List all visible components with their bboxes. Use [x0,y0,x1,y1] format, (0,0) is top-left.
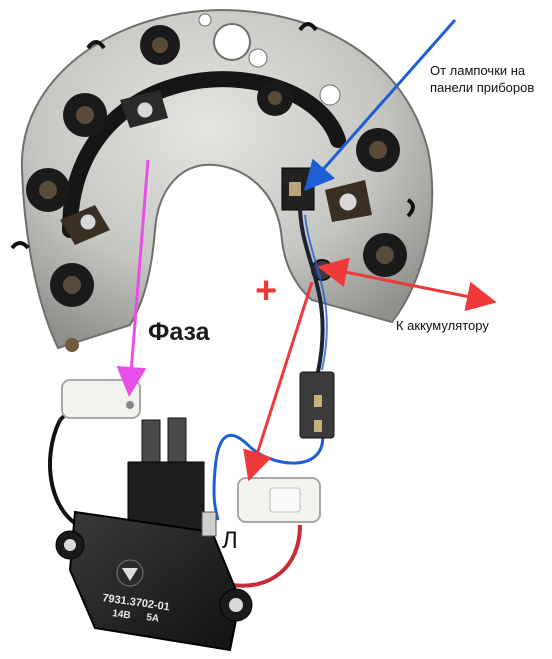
voltage-regulator [55,417,253,652]
label-to-battery: К аккумулятору [396,318,489,333]
label-l-terminal: Л [222,527,238,554]
label-phase: Фаза [148,318,210,346]
l-connector [237,477,321,523]
lamp-wire-connector [299,371,335,439]
phase-connector [61,379,141,419]
phase-arrow [116,159,150,397]
regulator-voltage: 14В [112,608,132,621]
lamp-arrow [304,19,457,191]
label-from-lamp: От лампочки на панели приборов [430,63,535,95]
diode-bridge-plate [10,8,434,352]
label-plus: + [255,270,278,312]
regulator-current: 5А [146,612,160,625]
annotation-arrows [116,19,497,482]
plus-to-l-arrow [243,281,314,482]
battery-arrow [317,257,497,312]
